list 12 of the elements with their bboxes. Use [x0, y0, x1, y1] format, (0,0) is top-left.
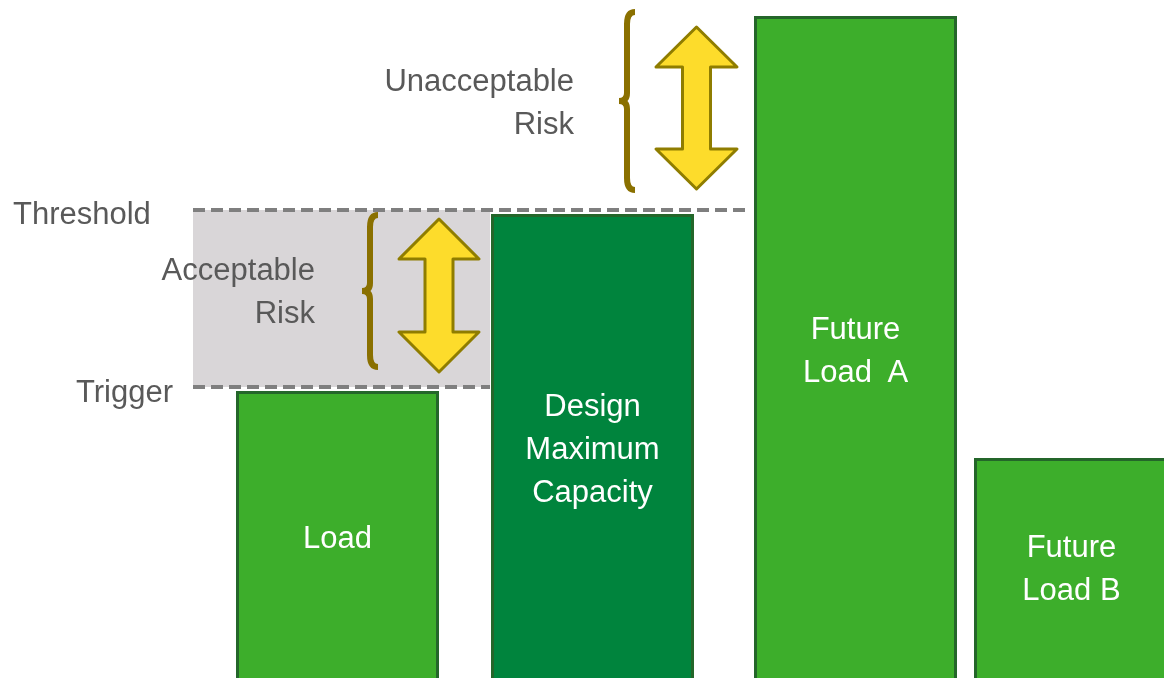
bar-label: Future Load B	[1021, 528, 1122, 609]
load-bar	[974, 458, 1164, 678]
level-label: Threshold	[13, 195, 151, 233]
bar-label: Load	[302, 519, 373, 557]
risk-label: Unacceptable Risk	[383, 62, 574, 143]
bar-label: Design Maximum Capacity	[524, 387, 661, 511]
capacity-bar	[491, 214, 694, 678]
bar-label: Future Load A	[801, 310, 910, 391]
load-bar	[236, 391, 439, 678]
level-label: Trigger	[75, 373, 173, 411]
risk-label: Acceptable Risk	[160, 251, 315, 332]
load-bar	[754, 16, 957, 678]
